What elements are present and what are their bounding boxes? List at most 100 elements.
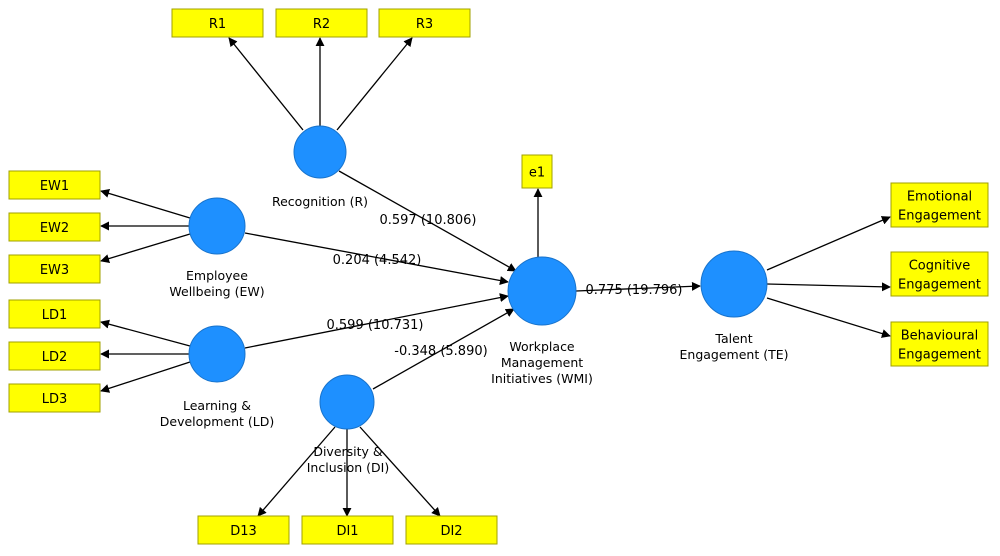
path-arrow-di-wmi [372, 308, 515, 390]
indicator-label: LD1 [42, 308, 68, 323]
construct-label: Initiatives (WMI) [491, 371, 593, 386]
construct-label: Recognition (R) [272, 194, 368, 209]
construct-label: Engagement (TE) [680, 347, 789, 362]
indicator-di1[interactable]: DI1 [301, 515, 394, 545]
indicator-box [301, 515, 394, 545]
loading-arrow-di-d13 [257, 426, 336, 517]
path-coefficient-ew-wmi: 0.204 (4.542) [333, 253, 422, 268]
construct-circle [188, 325, 246, 383]
indicator-box [275, 8, 368, 38]
path-arrow-wmi-te [575, 281, 701, 292]
construct-label: Diversity & [313, 444, 383, 459]
indicator-r3[interactable]: R3 [378, 8, 471, 38]
indicator-label: Behavioural [901, 329, 979, 344]
indicator-ld1[interactable]: LD1 [8, 299, 101, 329]
indicator-label: DI2 [440, 524, 462, 539]
indicator-box [171, 8, 264, 38]
loading-arrow-di-di2 [359, 426, 441, 517]
construct-circle [507, 256, 577, 326]
indicator-label: EW2 [40, 221, 69, 236]
construct-circle [319, 374, 375, 430]
indicator-box [8, 212, 101, 242]
loading-arrow-ld-ld1 [100, 319, 191, 347]
construct-circle [293, 125, 347, 179]
construct-label: Management [501, 355, 583, 370]
edges-layer [100, 37, 891, 517]
construct-r[interactable]: Recognition (R) [272, 125, 368, 209]
path-coefficient-wmi-te: 0.775 (19.796) [586, 283, 683, 298]
indicator-r1[interactable]: R1 [171, 8, 264, 38]
indicator-label: R2 [313, 17, 330, 32]
path-arrow-r-wmi [338, 170, 517, 272]
indicator-label: Engagement [898, 278, 981, 293]
indicator-label: DI1 [336, 524, 358, 539]
indicator-ld3[interactable]: LD3 [8, 383, 101, 413]
indicator-ld2[interactable]: LD2 [8, 341, 101, 371]
construct-label: Learning & [183, 398, 251, 413]
indicator-box [197, 515, 290, 545]
indicator-label: Cognitive [909, 259, 971, 274]
labels-layer: 0.597 (10.806) 0.204 (4.542) 0.599 (10.731… [327, 213, 683, 359]
indicator-box [8, 299, 101, 329]
construct-label: Talent [714, 331, 752, 346]
loading-arrow-r-r3 [336, 37, 413, 131]
indicator-box [890, 321, 989, 367]
indicator-label: EW3 [40, 263, 69, 278]
construct-di[interactable]: Diversity &Inclusion (DI) [307, 374, 389, 475]
indicator-label: EW1 [40, 179, 69, 194]
construct-label: Inclusion (DI) [307, 460, 389, 475]
indicator-box [521, 154, 553, 189]
indicator-label: Engagement [898, 348, 981, 363]
construct-ld[interactable]: Learning &Development (LD) [160, 325, 274, 429]
indicator-box [405, 515, 498, 545]
indicator-label: Engagement [898, 209, 981, 224]
path-coefficient-di-wmi: -0.348 (5.890) [394, 344, 487, 359]
indicator-label: LD3 [42, 392, 68, 407]
indicator-label: LD2 [42, 350, 68, 365]
loading-arrow-ew-ew3 [100, 233, 191, 263]
loading-arrow-ld-ld3 [100, 361, 191, 393]
indicator-label: R1 [209, 17, 226, 32]
indicator-ew1[interactable]: EW1 [8, 170, 101, 200]
indicator-d13[interactable]: D13 [197, 515, 290, 545]
indicator-r2[interactable]: R2 [275, 8, 368, 38]
construct-circle [700, 250, 768, 318]
indicator-ew3[interactable]: EW3 [8, 254, 101, 284]
indicator-label: R3 [416, 17, 433, 32]
indicator-box [8, 383, 101, 413]
indicator-box [890, 251, 989, 297]
path-coefficient-r-wmi: 0.597 (10.806) [380, 213, 477, 228]
loading-arrow-r-r1 [228, 37, 304, 131]
indicator-label: Emotional [907, 190, 972, 205]
construct-circle [188, 197, 246, 255]
path-arrow-ew-wmi [244, 232, 509, 285]
indicator-label: D13 [230, 524, 257, 539]
construct-label: Wellbeing (EW) [169, 284, 264, 299]
indicator-box [8, 170, 101, 200]
indicator-label: e1 [529, 166, 545, 181]
indicator-box [378, 8, 471, 38]
construct-label: Workplace [509, 339, 575, 354]
indicator-box [890, 182, 989, 228]
loading-arrow-ew-ew1 [100, 189, 191, 219]
path-arrow-ld-wmi [244, 293, 509, 349]
indicator-ew2[interactable]: EW2 [8, 212, 101, 242]
indicator-box [8, 341, 101, 371]
indicator-e1[interactable]: e1 [521, 154, 553, 189]
path-coefficient-ld-wmi: 0.599 (10.731) [327, 318, 424, 333]
indicator-di2[interactable]: DI2 [405, 515, 498, 545]
construct-label: Employee [186, 268, 248, 283]
loading-arrow-te-be [766, 297, 891, 338]
construct-label: Development (LD) [160, 414, 274, 429]
loading-arrow-te-ee [766, 216, 891, 271]
loading-arrow-te-ce [766, 282, 891, 292]
